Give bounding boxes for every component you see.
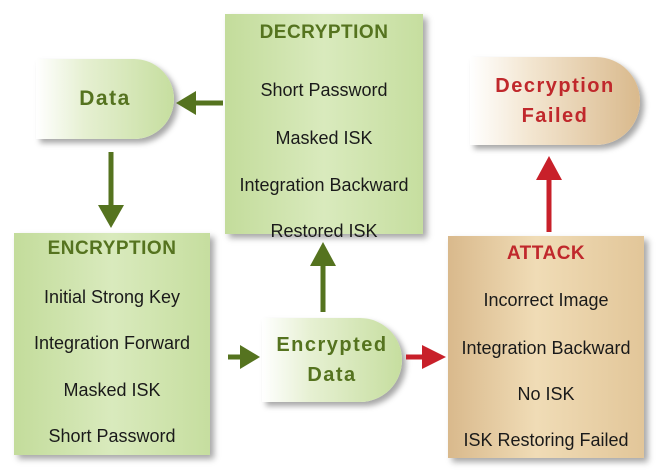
arrow-decryption-to-data <box>176 91 223 115</box>
arrow-encryption-to-encrypted <box>228 345 260 369</box>
attack-item: Integration Backward <box>461 338 631 358</box>
arrow-attack-to-failed <box>536 156 562 232</box>
encryption-box: ENCRYPTION Initial Strong Key Integratio… <box>14 233 210 455</box>
decryption-title: DECRYPTION <box>259 22 389 43</box>
decryption-item: Short Password <box>260 80 388 100</box>
decryption-failed-node: Decryption Failed <box>470 57 640 145</box>
encrypted-data-line2: Data <box>307 364 357 386</box>
encrypted-data-node: Encrypted Data <box>262 318 402 402</box>
attack-item: No ISK <box>517 384 575 404</box>
data-node: Data <box>36 59 174 139</box>
decryption-item: Restored ISK <box>270 221 378 241</box>
attack-box: ATTACK Incorrect Image Integration Backw… <box>448 236 644 458</box>
attack-item: ISK Restoring Failed <box>463 430 629 450</box>
decryption-item: Integration Backward <box>239 175 409 195</box>
arrow-encrypted-to-decryption <box>310 242 336 312</box>
arrow-data-to-encryption <box>98 152 124 228</box>
decryption-item: Masked ISK <box>275 128 373 148</box>
encryption-item: Initial Strong Key <box>43 287 181 307</box>
encryption-item: Integration Forward <box>33 333 191 353</box>
decryption-failed-line1: Decryption <box>495 75 615 97</box>
decryption-failed-line2: Failed <box>521 105 589 127</box>
attack-title: ATTACK <box>506 243 586 264</box>
attack-item: Incorrect Image <box>483 290 609 310</box>
encryption-title: ENCRYPTION <box>47 238 177 259</box>
encrypted-data-line1: Encrypted <box>276 334 388 356</box>
decryption-box: DECRYPTION Short Password Masked ISK Int… <box>225 14 423 241</box>
encryption-item: Short Password <box>48 426 176 446</box>
arrow-encrypted-to-attack <box>406 345 446 369</box>
encryption-item: Masked ISK <box>63 380 161 400</box>
data-node-label: Data <box>79 87 131 110</box>
